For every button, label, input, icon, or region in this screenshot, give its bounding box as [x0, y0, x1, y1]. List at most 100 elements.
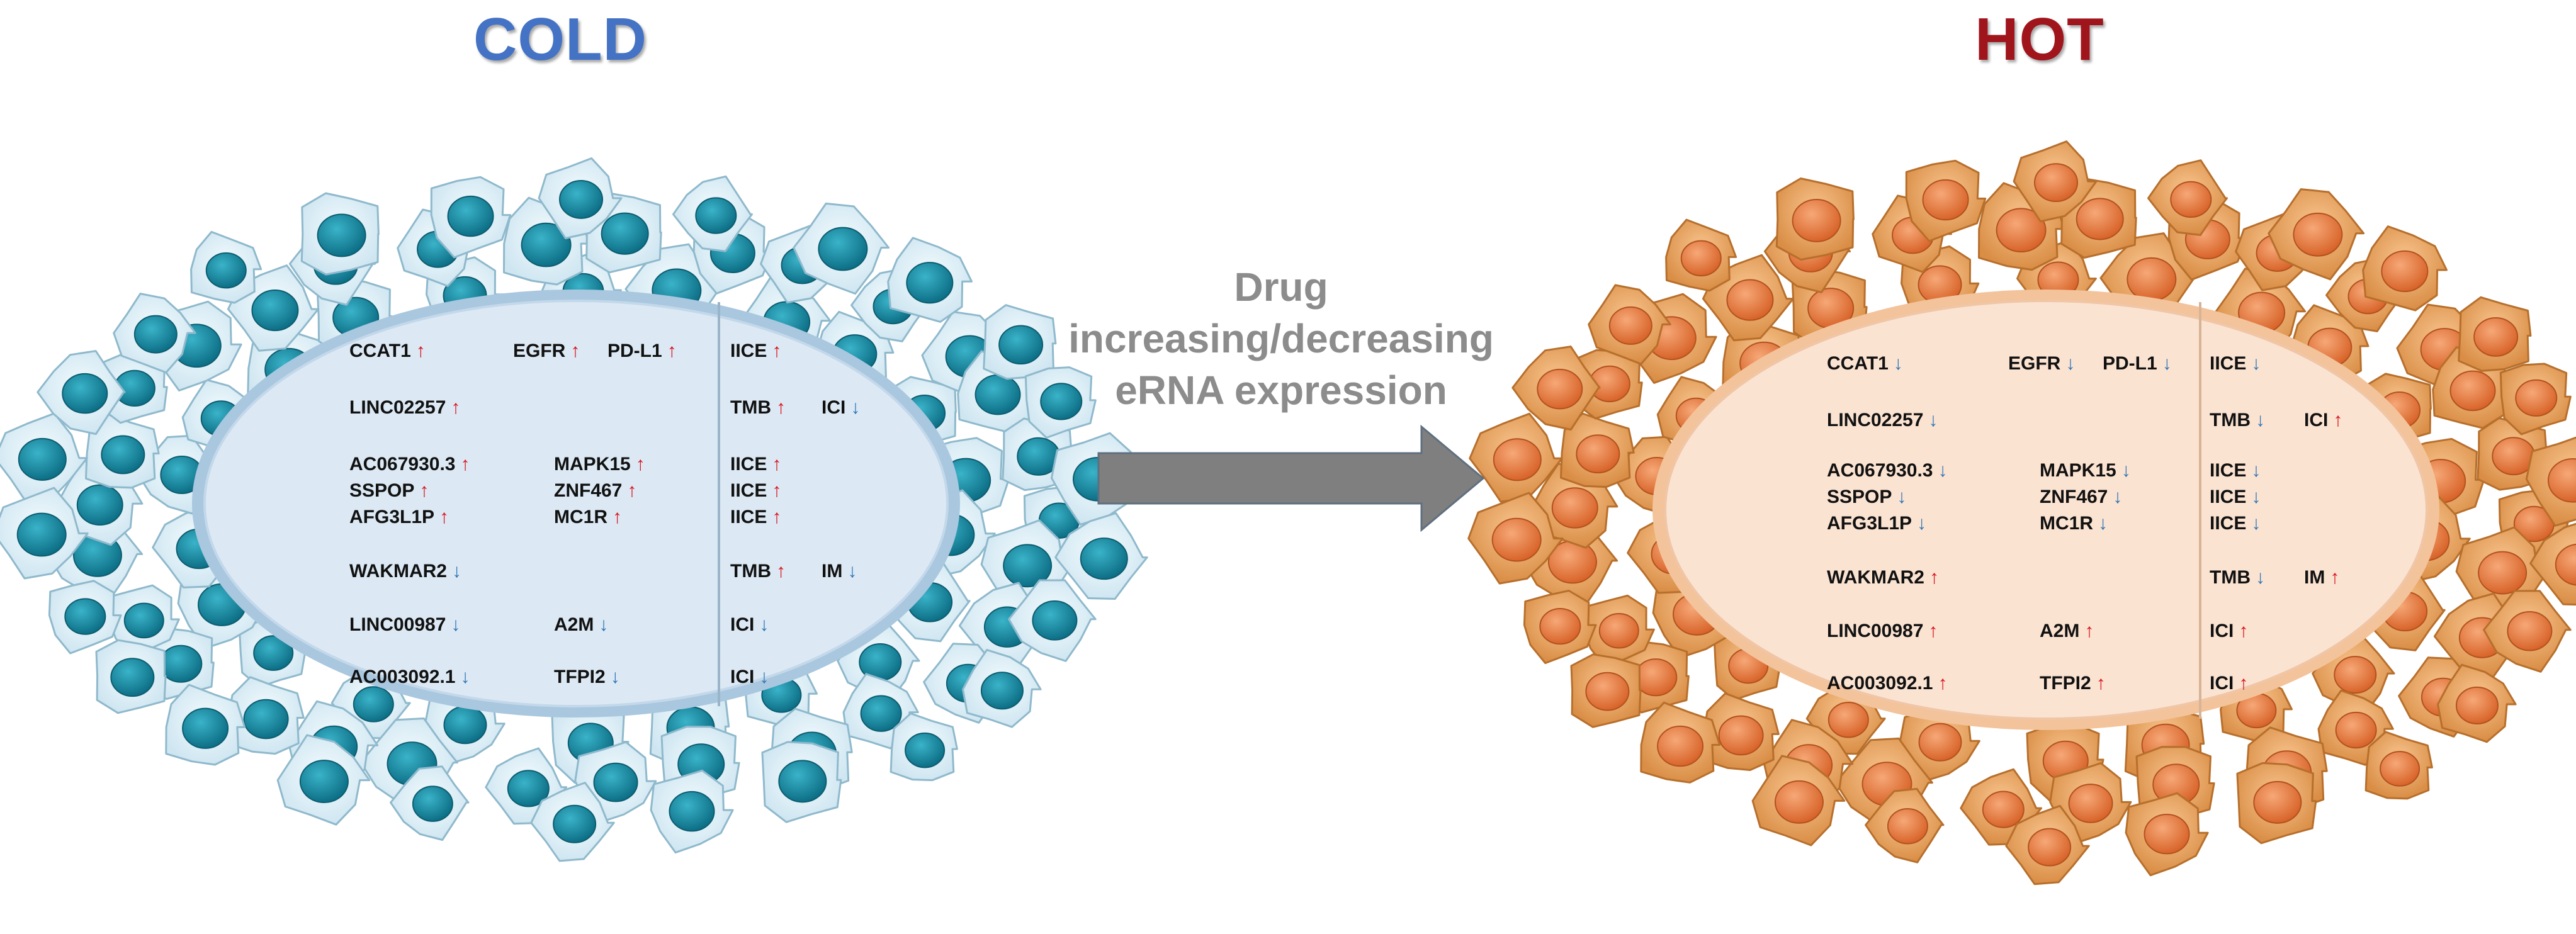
hot-cell-icon	[2499, 363, 2572, 436]
gene-label: AC003092.1↑	[1827, 672, 1947, 695]
cold-inner-ellipse-face	[203, 300, 949, 707]
up-arrow-icon: ↑	[2239, 621, 2249, 641]
label-text: TFPI2	[554, 667, 606, 687]
down-arrow-icon: ↓	[850, 397, 861, 418]
hot-cell-icon	[1775, 177, 1855, 261]
label-text: EGFR	[513, 340, 566, 361]
label-text: IICE	[730, 507, 767, 527]
hot-cell-icon	[2529, 522, 2576, 606]
immune-label: IICE↑	[730, 506, 781, 529]
hot-cell-icon	[1665, 218, 1737, 292]
hot-cell-icon	[1751, 755, 1846, 847]
hot-cell-icon	[1702, 692, 1780, 771]
label-text: TMB	[730, 397, 771, 418]
label-text: CCAT1	[1827, 353, 1889, 374]
gene-label: AC003092.1↓	[349, 666, 470, 689]
label-text: TMB	[2210, 567, 2251, 588]
cold-cell-icon	[108, 584, 180, 658]
cold-cell-icon	[1008, 579, 1097, 662]
label-text: ZNF467	[2040, 487, 2108, 507]
label-text: LINC00987	[349, 614, 446, 635]
immune-label: ICI↓	[730, 666, 769, 689]
immune-label: TMB↓	[2210, 566, 2265, 589]
up-arrow-icon: ↑	[776, 561, 786, 582]
cold-cell-icon	[530, 782, 615, 862]
immune-label: ICI↑	[2210, 620, 2248, 643]
gene-label: WAKMAR2↓	[349, 560, 461, 583]
up-arrow-icon: ↑	[1928, 621, 1938, 641]
up-arrow-icon: ↑	[635, 454, 645, 475]
immune-label: ICI↑	[2304, 409, 2342, 432]
gene-label: MC1R↓	[2040, 512, 2108, 535]
down-arrow-icon: ↓	[2251, 487, 2261, 507]
up-arrow-icon: ↑	[772, 340, 782, 361]
label-text: TMB	[730, 561, 771, 582]
immune-label: ICI↓	[822, 397, 860, 419]
hot-cell-icon	[2147, 159, 2228, 236]
label-text: A2M	[2040, 621, 2080, 641]
gene-label: CCAT1↑	[349, 340, 426, 363]
gene-label: ZNF467↓	[2040, 486, 2122, 509]
label-text: TFPI2	[2040, 673, 2091, 694]
label-text: AC003092.1	[1827, 673, 1933, 694]
down-arrow-icon: ↓	[2121, 460, 2131, 481]
label-text: AFG3L1P	[1827, 513, 1912, 534]
cold-cell-icon	[276, 734, 371, 826]
cold-cell-icon	[165, 684, 246, 766]
label-text: ICI	[2210, 673, 2234, 694]
label-text: AFG3L1P	[349, 507, 435, 527]
cold-cell-icon	[1054, 512, 1148, 600]
hot-cell-icon	[1560, 412, 1635, 488]
drug-label-line: increasing/decreasing	[1068, 316, 1494, 361]
down-arrow-icon: ↓	[2098, 513, 2108, 534]
hot-cell-icon	[2236, 762, 2317, 845]
hot-cell-icon	[2364, 731, 2433, 800]
up-arrow-icon: ↑	[419, 480, 429, 501]
cold-cell-icon	[793, 202, 890, 295]
down-arrow-icon: ↓	[759, 614, 769, 635]
gene-label: LINC00987↓	[349, 614, 460, 636]
hot-cell-icon	[1640, 701, 1721, 784]
hot-cell-icon	[1570, 653, 1642, 728]
gene-label: AFG3L1P↓	[1827, 512, 1926, 535]
gene-label: SSPOP↑	[349, 480, 429, 502]
down-arrow-icon: ↓	[2162, 353, 2172, 374]
immune-label: ICI↑	[2210, 672, 2248, 695]
immune-label: IM↓	[822, 560, 857, 583]
cold-cell-icon	[99, 353, 168, 424]
hot-cell-icon	[2458, 296, 2532, 372]
up-arrow-icon: ↑	[460, 454, 470, 475]
hot-cell-icon	[2125, 792, 2209, 877]
up-arrow-icon: ↑	[451, 397, 461, 418]
immune-label: IICE↓	[2210, 486, 2261, 509]
up-arrow-icon: ↑	[1938, 673, 1948, 694]
label-text: IICE	[2210, 460, 2247, 481]
down-arrow-icon: ↓	[2255, 567, 2265, 588]
immune-label: TMB↑	[730, 560, 786, 583]
drug-label-line: eRNA expression	[1115, 368, 1447, 413]
label-text: ZNF467	[554, 480, 623, 501]
gene-label: EGFR↓	[2008, 352, 2075, 375]
drug-label: Drug increasing/decreasing eRNA expressi…	[1048, 261, 1514, 416]
immune-label: IICE↓	[2210, 459, 2261, 482]
down-arrow-icon: ↓	[610, 667, 620, 687]
hot-cell-icon	[1523, 590, 1597, 665]
down-arrow-icon: ↓	[2251, 460, 2261, 481]
cold-cell-icon	[95, 639, 167, 714]
down-arrow-icon: ↓	[2113, 487, 2123, 507]
label-text: WAKMAR2	[1827, 567, 1924, 588]
up-arrow-icon: ↑	[439, 507, 449, 527]
label-text: LINC02257	[349, 397, 446, 418]
cold-cell-icon	[1024, 366, 1097, 439]
label-text: MC1R	[2040, 513, 2094, 534]
up-arrow-icon: ↑	[570, 340, 580, 361]
cold-cell-icon	[983, 304, 1057, 380]
gene-label: EGFR↑	[513, 340, 580, 363]
cold-cell-icon	[887, 237, 973, 323]
label-text: AC003092.1	[349, 667, 456, 687]
label-text: IM	[822, 561, 843, 582]
label-text: LINC02257	[1827, 410, 1924, 430]
hot-cell-icon	[1588, 284, 1671, 365]
